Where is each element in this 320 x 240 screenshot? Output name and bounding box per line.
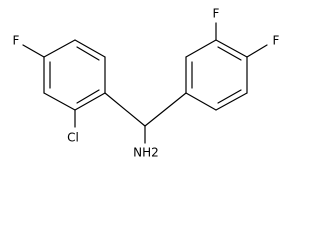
molecule-structure-canvas: F Cl NH2 F F — [12, 6, 280, 160]
bond-ring-to-f-right — [246, 44, 268, 58]
bond-l3-l4 — [74, 92, 106, 111]
bond-left-ring-to-ch — [104, 92, 146, 127]
right-benzene-ring — [185, 39, 248, 111]
atom-label-f-right: F — [273, 34, 280, 48]
double-bond-l1-l2-inner — [76, 46, 100, 61]
bond-ring-to-f-left — [22, 44, 45, 58]
atom-label-f-top: F — [213, 7, 220, 21]
bond-ch-to-right-ring — [144, 92, 187, 127]
bond-r3-r4 — [215, 39, 248, 58]
bond-r5-r6 — [215, 92, 248, 111]
double-bond-r3-r4-inner — [217, 46, 242, 61]
structure-diagram: F Cl NH2 F F — [13, 7, 280, 160]
bond-r2-r3 — [185, 39, 217, 58]
bond-l4-l5 — [43, 92, 76, 111]
bond-r6-r1 — [185, 92, 217, 111]
bond-l6-l1 — [43, 39, 76, 58]
left-benzene-ring — [43, 39, 106, 111]
atom-label-nh2: NH2 — [133, 146, 159, 160]
atom-label-cl: Cl — [67, 131, 79, 145]
double-bond-l3-l4-inner — [76, 89, 100, 104]
bond-l1-l2 — [74, 39, 106, 58]
atom-label-f-left: F — [13, 34, 20, 48]
double-bond-r5-r6-inner — [217, 89, 242, 104]
